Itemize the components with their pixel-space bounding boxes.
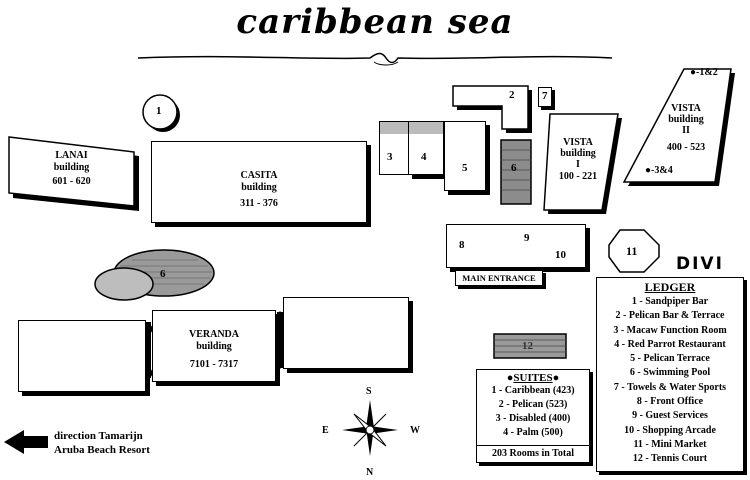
lanai-label: building — [53, 162, 90, 173]
direction-line-2: Aruba Beach Resort — [54, 444, 150, 456]
pool-rect-marker[interactable]: 6 — [511, 162, 517, 174]
veranda-rooms: 7101 - 7317 — [189, 359, 239, 370]
suites-item: 2 - Pelican (523) — [498, 399, 568, 410]
divi-logo: DIVI — [676, 254, 724, 274]
pool-beach — [94, 267, 154, 301]
guest-services-marker: 9 — [524, 232, 530, 244]
veranda-west-wing[interactable] — [18, 320, 146, 392]
suites-item: 4 - Palm (500) — [503, 427, 563, 438]
pelican-bar-marker[interactable]: 2 — [509, 89, 515, 101]
compass-north: N — [366, 467, 374, 478]
veranda-east-wing[interactable] — [283, 297, 409, 369]
ledger-item: 8 - Front Office — [636, 396, 704, 408]
direction-line-1: direction Tamarijn — [54, 430, 143, 442]
vista1-building-shape — [543, 113, 622, 214]
casita-building[interactable]: CASITA building 311 - 376 — [151, 141, 367, 223]
sandpiper-marker — [142, 94, 178, 130]
vista2-label: building — [668, 114, 704, 125]
pool-rect — [500, 139, 532, 205]
suite-dot-icon: ● — [645, 165, 652, 176]
vista1-number: I — [576, 159, 580, 170]
ledger-item: 2 - Pelican Bar & Terrace — [615, 310, 725, 322]
macaw-building[interactable]: 3 — [379, 121, 409, 175]
sandpiper-marker-label[interactable]: 1 — [156, 105, 162, 117]
ledger-item: 5 - Pelican Terrace — [630, 353, 710, 365]
suites-item: 1 - Caribbean (423) — [491, 385, 575, 396]
compass-east: E — [322, 425, 329, 436]
red-parrot-building[interactable]: 4 — [408, 121, 444, 175]
vista2-building-shape — [622, 68, 735, 186]
vista1-building[interactable]: VISTA building I 100 - 221 — [548, 137, 608, 184]
mini-market-marker-label[interactable]: 11 — [626, 244, 638, 258]
lanai-building-shape — [8, 136, 139, 211]
ledger-item: 4 - Red Parrot Restaurant — [614, 338, 726, 350]
suites-title: ●SUITES● — [506, 372, 560, 384]
macaw-marker: 3 — [387, 151, 393, 163]
tennis-marker[interactable]: 12 — [522, 340, 533, 352]
ledger-item: 11 - Mini Market — [633, 438, 707, 450]
front-office-building[interactable]: 8 9 10 — [446, 224, 586, 268]
ledger-item: 9 - Guest Services — [632, 410, 708, 422]
suites-item: 3 - Disabled (400) — [495, 413, 571, 424]
vista2-building[interactable]: VISTA building II 400 - 523 — [650, 103, 722, 160]
compass-rose — [342, 400, 398, 456]
lanai-rooms: 601 - 620 — [52, 176, 91, 187]
main-entrance[interactable]: MAIN ENTRANCE — [455, 270, 543, 286]
ledger-item: 12 - Tennis Court — [632, 453, 708, 465]
title-flourish — [137, 52, 613, 64]
ledger-title: LEDGER — [644, 280, 696, 294]
suite-dot-icon: ● — [552, 372, 560, 384]
vista1-name: VISTA — [563, 137, 593, 148]
ledger-item: 10 - Shopping Arcade — [624, 424, 716, 436]
vista2-number: II — [682, 125, 690, 136]
suite-dot-icon: ● — [506, 372, 514, 384]
pelican-terrace-building[interactable]: 5 — [444, 121, 486, 191]
shopping-marker: 10 — [555, 249, 566, 261]
casita-rooms: 311 - 376 — [240, 198, 278, 209]
casita-label: building — [241, 182, 277, 193]
suite-marker-1-2[interactable]: ●-1&2 — [690, 67, 718, 78]
veranda-building[interactable]: VERANDA building 7101 - 7317 — [152, 310, 276, 382]
main-entrance-label: MAIN ENTRANCE — [462, 273, 536, 283]
lanai-name: LANAI — [55, 150, 88, 161]
vista1-label: building — [560, 148, 596, 159]
vista1-rooms: 100 - 221 — [558, 171, 598, 182]
pelican-bar-building-shape — [452, 85, 532, 133]
lanai-building[interactable]: LANAI building 601 - 620 — [9, 150, 134, 190]
front-office-marker: 8 — [459, 239, 465, 251]
vista2-rooms: 400 - 523 — [666, 142, 706, 153]
mini-market-marker — [608, 229, 660, 273]
towels-building[interactable]: 7 — [538, 87, 552, 107]
ledger-item: 3 - Macaw Function Room — [613, 324, 727, 336]
red-parrot-marker: 4 — [421, 151, 427, 163]
ledger-item: 6 - Swimming Pool — [629, 367, 711, 379]
casita-name: CASITA — [240, 170, 278, 181]
vista2-name: VISTA — [671, 103, 701, 114]
veranda-name: VERANDA — [189, 329, 239, 340]
veranda-label: building — [196, 341, 232, 352]
pool-main-marker[interactable]: 6 — [160, 268, 166, 280]
ledger-item: 7 - Towels & Water Sports — [613, 381, 727, 393]
direction-label[interactable]: direction Tamarijn Aruba Beach Resort — [54, 429, 150, 457]
compass-south: S — [366, 386, 372, 397]
suites-total: 203 Rooms in Total — [477, 445, 589, 462]
pelican-terrace-marker: 5 — [462, 162, 468, 174]
ledger-legend: LEDGER 1 - Sandpiper Bar 2 - Pelican Bar… — [596, 277, 744, 472]
suite-marker-3-4[interactable]: ●-3&4 — [645, 165, 673, 176]
map-title: caribbean sea — [236, 2, 514, 42]
direction-arrow — [4, 430, 48, 454]
suite-dot-icon: ● — [690, 67, 697, 78]
ledger-item: 1 - Sandpiper Bar — [631, 296, 709, 307]
suites-legend: ●SUITES● 1 - Caribbean (423) 2 - Pelican… — [476, 369, 590, 463]
compass-west: W — [410, 425, 420, 436]
towels-marker: 7 — [542, 90, 548, 102]
